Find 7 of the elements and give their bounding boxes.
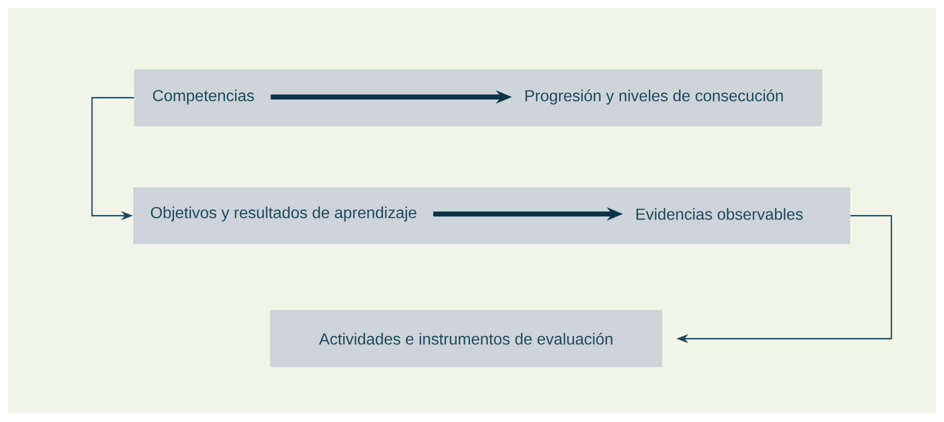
band xyxy=(133,187,850,244)
box-text: Evidencias observables xyxy=(636,208,803,220)
band xyxy=(134,69,822,126)
process-box: Actividades e instrumentos de evaluación xyxy=(270,310,662,368)
box-text: Objetivos y resultados de aprendizaje xyxy=(150,206,416,222)
box-text: Progresión y niveles de consecución xyxy=(526,89,783,105)
box-text: Competencias xyxy=(153,90,254,104)
